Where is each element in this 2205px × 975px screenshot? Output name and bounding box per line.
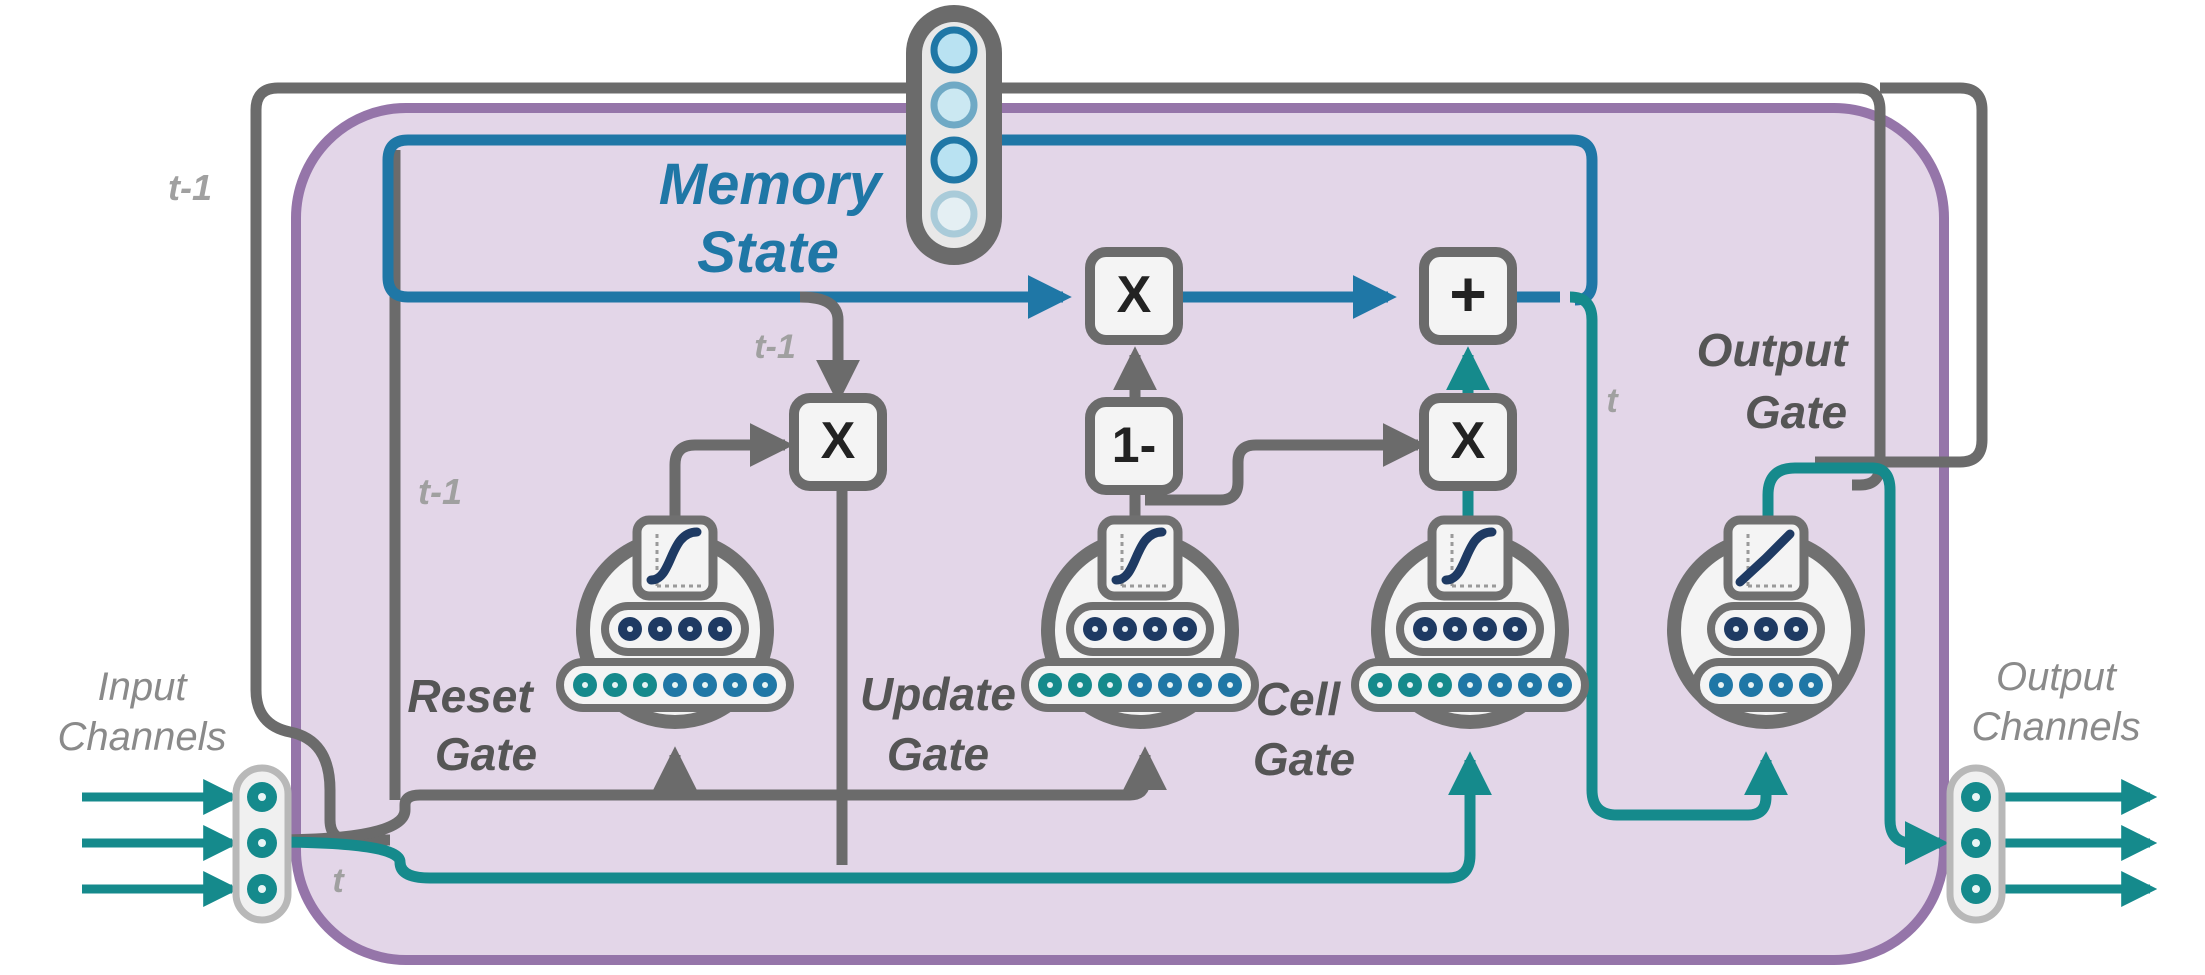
memory-state-vector [906,5,1002,265]
output-gate-to-channels [1762,462,1949,865]
output-gate-input-vector [1692,658,1840,712]
time-label-top-left: t-1 [168,167,212,208]
add-node-label: + [1449,258,1486,330]
memory-state-label-2: State [697,220,839,285]
input-channels-vector [82,764,292,924]
memory-unit-2 [930,81,978,129]
output-gate-hidden-vector [1707,602,1825,656]
sigmoid-icon [1097,515,1183,601]
input-channels-label-1: Input [98,665,189,709]
update-gate-hidden-vector [1066,602,1214,656]
cell-gate-label-2: Gate [1253,733,1355,785]
cell-gate-label-1: Cell [1256,673,1342,725]
memory-state-loop [382,134,1598,319]
reset-gate-label-2: Gate [435,728,537,780]
output-gate-label-2: Gate [1745,386,1847,438]
input-bus-gray-update [660,746,1167,801]
time-label-input: t [332,862,345,900]
cell-gate-hidden-vector [1396,602,1544,656]
cell-gate-neuron [1351,515,1589,729]
one-minus-node: 1- [1085,397,1183,495]
cell-gate-input-vector [1351,658,1589,712]
reset-gate-hidden-vector [601,602,749,656]
reset-gate-label-1: Reset [407,670,534,722]
update-gate-neuron [1021,515,1259,729]
mult-node-reset-label: X [821,412,856,470]
reset-to-mult [669,423,794,520]
sigmoid-icon [632,515,718,601]
memory-state-label-1: Memory [659,152,884,217]
input-bus-teal [269,751,1492,884]
update-gate-input-vector [1021,658,1259,712]
update-gate-label-2: Gate [887,728,989,780]
output-channels-label-2: Channels [1971,705,2140,749]
memory-unit-3 [930,136,978,184]
update-gate-label-1: Update [860,668,1016,720]
output-channels-vector [1946,764,2158,924]
reset-gate-neuron [556,515,794,729]
input-channels-label-2: Channels [57,715,226,759]
memory-to-output [1569,291,1788,821]
recurrent-loop-right [1815,82,1988,468]
mult-node-cell: X [1419,393,1517,491]
memory-unit-4 [930,190,978,238]
output-channels-label-1: Output [1996,655,2118,699]
time-label-right: t [1606,382,1619,420]
mult-node-top: X [1085,247,1183,345]
one-minus-node-label: 1- [1112,417,1156,473]
memory-unit-1 [930,26,978,74]
relu-icon [1723,515,1809,601]
output-gate-label-1: Output [1697,324,1849,376]
reset-gate-input-vector [556,658,794,712]
output-gate-neuron [1667,515,1865,729]
add-node: + [1419,247,1517,345]
mult-node-reset: X [789,393,887,491]
mult-node-cell-label: X [1451,412,1486,470]
mem-to-reset-mult [799,291,860,404]
sigmoid-icon [1427,515,1513,601]
update-to-cell-mult [1145,423,1427,506]
time-label-mem-to-x: t-1 [754,328,796,366]
time-label-left-mid: t-1 [418,471,462,512]
mult-node-top-label: X [1117,266,1152,324]
